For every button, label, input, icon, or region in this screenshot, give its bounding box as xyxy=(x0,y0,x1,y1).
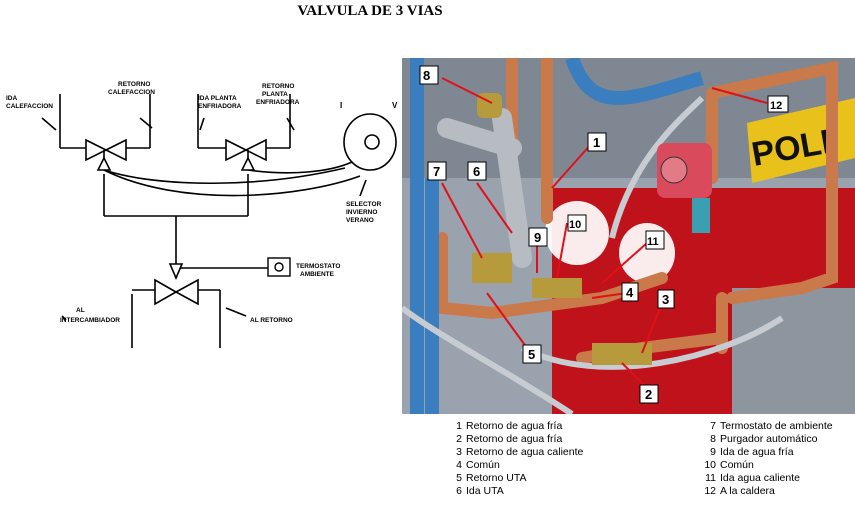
label-retorno-planta-2: PLANTA xyxy=(262,91,288,98)
label-selector-v: V xyxy=(392,101,398,110)
label-ida-calefaccion: IDA xyxy=(6,95,18,102)
callout-10: 10 xyxy=(569,219,581,231)
callout-11: 11 xyxy=(647,236,659,248)
label-retorno-planta-3: ENFRIADORA xyxy=(256,99,300,106)
callout-12: 12 xyxy=(770,100,782,112)
valve-schematic: IDA CALEFACCION RETORNO CALEFACCION IDA … xyxy=(6,81,398,348)
callout-3: 3 xyxy=(662,292,669,307)
label-ida-calefaccion-2: CALEFACCION xyxy=(6,103,53,110)
label-ida-planta-2: ENFRIADORA xyxy=(198,103,242,110)
label-termostato: TERMOSTATO xyxy=(296,263,340,270)
callout-5: 5 xyxy=(528,347,535,362)
callout-6: 6 xyxy=(473,164,480,179)
label-retorno-calefaccion: RETORNO xyxy=(118,81,150,88)
label-al-intercambiador: AL xyxy=(76,307,85,314)
page-title: VALVULA DE 3 VIAS xyxy=(297,3,443,19)
callout-9: 9 xyxy=(534,230,541,245)
callout-7: 7 xyxy=(433,164,440,179)
label-ida-planta: IDA PLANTA xyxy=(198,95,237,102)
installation-photo: POLI xyxy=(402,58,855,414)
label-selector-i: I xyxy=(340,101,342,110)
label-selector: SELECTOR xyxy=(346,201,382,208)
callout-2: 2 xyxy=(645,387,652,402)
callout-8: 8 xyxy=(423,68,430,83)
callout-4: 4 xyxy=(626,285,634,300)
callout-1: 1 xyxy=(593,135,600,150)
label-retorno-planta: RETORNO xyxy=(262,83,294,90)
label-termostato-ambiente: AMBIENTE xyxy=(300,271,335,278)
label-al-retorno: AL RETORNO xyxy=(250,317,293,324)
label-retorno-calefaccion-2: CALEFACCION xyxy=(108,89,155,96)
label-intercambiador: INTERCAMBIADOR xyxy=(60,317,120,324)
label-selector-invierno: INVIERNO xyxy=(346,209,377,216)
label-selector-verano: VERANO xyxy=(346,217,374,224)
